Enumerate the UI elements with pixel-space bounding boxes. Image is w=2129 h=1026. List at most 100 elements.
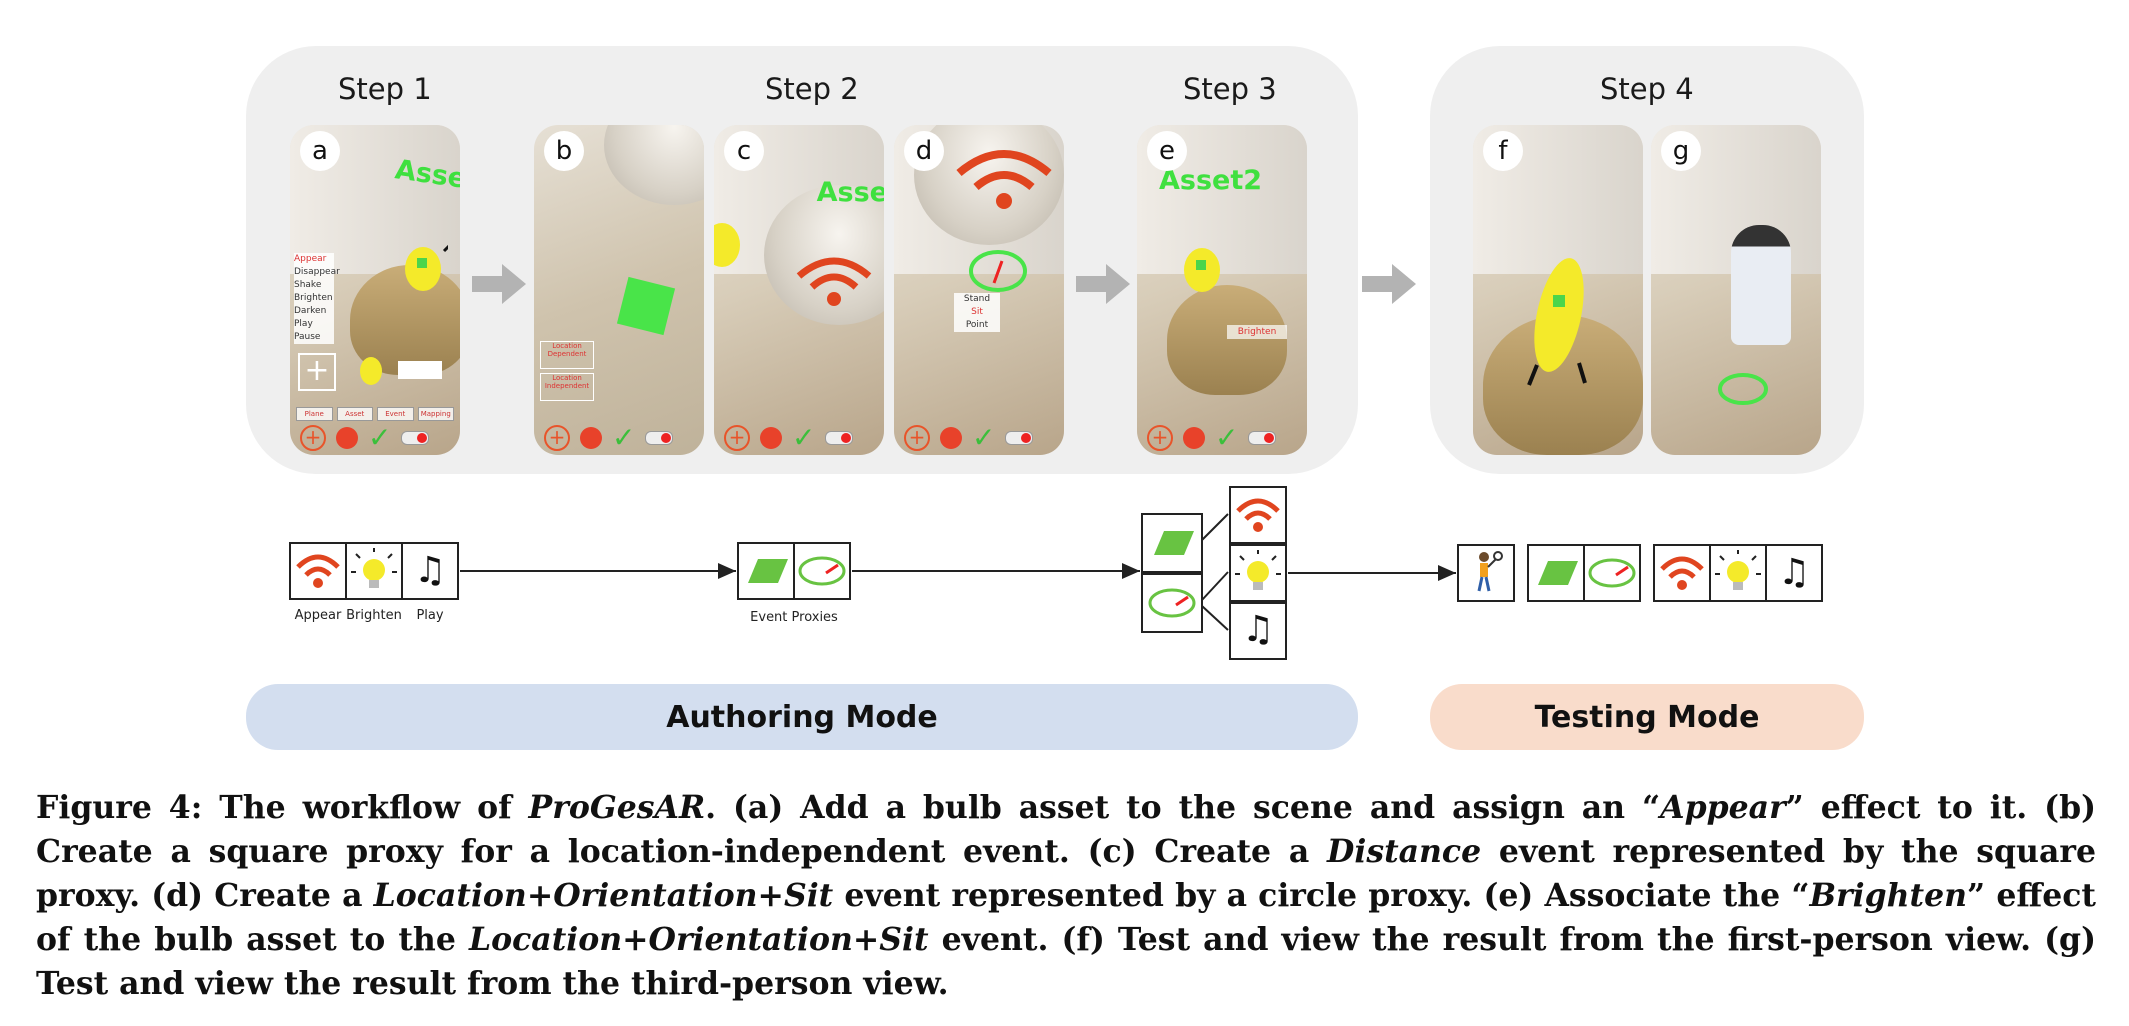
menu-shake[interactable]: Shake [294, 280, 322, 290]
side-table [350, 265, 460, 375]
authoring-toggle[interactable] [401, 431, 430, 445]
event-proxies-label: Event Proxies [750, 610, 838, 625]
screenshot-b: Location Dependent Location Independent … [534, 125, 704, 455]
menu-disappear[interactable]: Disappear [294, 267, 340, 277]
panel-letter-d: d [904, 131, 944, 171]
bright-bulb-icon [1527, 258, 1587, 386]
caption-appear: Appear [1660, 789, 1786, 826]
square-proxy-box [1141, 513, 1203, 573]
add-button[interactable]: + [904, 425, 930, 451]
circle-proxy-box [1583, 544, 1641, 602]
confirm-check-icon[interactable]: ✓ [792, 421, 816, 454]
remove-button[interactable] [940, 427, 962, 449]
confirm-check-icon[interactable]: ✓ [1215, 421, 1239, 454]
panel-letter-f: f [1483, 131, 1523, 171]
remove-button[interactable] [336, 427, 358, 449]
remove-button[interactable] [1183, 427, 1205, 449]
caption-distance: Distance [1327, 833, 1482, 870]
step-4-label: Step 4 [1600, 72, 1694, 106]
caption-loc-event: Location+Orientation+Sit [373, 877, 834, 914]
beanbag [764, 185, 884, 325]
screenshot-e: Asset2 Brighten + ✓ e [1137, 125, 1307, 455]
add-button[interactable]: + [300, 425, 326, 451]
circle-proxy-box [1141, 573, 1203, 633]
panel-letter-g: g [1661, 131, 1701, 171]
menu-point[interactable]: Point [965, 320, 989, 330]
bulb-icon [1184, 248, 1220, 292]
effect-menu[interactable]: Appear Disappear Shake Brighten Darken P… [294, 253, 340, 344]
step-2-label: Step 2 [765, 72, 859, 106]
add-asset-icon[interactable]: + [298, 353, 336, 391]
music-note-icon [1777, 552, 1811, 593]
menu-play[interactable]: Play [294, 319, 313, 329]
menu-sit[interactable]: Sit [971, 307, 983, 317]
tab-event[interactable]: Event [377, 407, 414, 421]
bottom-controls: + ✓ [1147, 421, 1277, 454]
confirm-check-icon[interactable]: ✓ [972, 421, 996, 454]
asset-label: Asse [816, 177, 884, 208]
caption-part4: event represented by a circle proxy. (e)… [833, 877, 1810, 914]
asset-label: Asset2 [1159, 165, 1263, 196]
remove-button[interactable] [760, 427, 782, 449]
brighten-label: Brighten [346, 608, 402, 623]
step-arrow-1 [472, 264, 526, 304]
tab-asset[interactable]: Asset [336, 407, 373, 421]
music-note-icon [413, 550, 447, 591]
menu-appear[interactable]: Appear [294, 254, 327, 264]
caption-part3: event represented by the square proxy. (… [36, 833, 2096, 914]
screenshot-d: Stand Sit Point + ✓ d [894, 125, 1064, 455]
pose-menu[interactable]: Stand Sit Point [954, 293, 1000, 332]
location-dependent-button[interactable]: Location Dependent [540, 341, 594, 369]
bottom-controls: + ✓ [904, 421, 1034, 454]
authoring-toggle[interactable] [645, 431, 674, 445]
person-figure [1731, 225, 1791, 345]
bottom-controls: + ✓ [724, 421, 854, 454]
menu-stand[interactable]: Stand [963, 294, 991, 304]
mapping-line [1201, 513, 1229, 541]
panel-letter-a: a [300, 131, 340, 171]
tab-mapping[interactable]: Mapping [417, 407, 454, 421]
menu-pause[interactable]: Pause [294, 332, 321, 342]
bulb-icon [405, 244, 448, 291]
square-proxy [616, 276, 676, 336]
caption-part5: ” effect of the bulb asset to the [36, 877, 2096, 958]
thumbnail-bulb-icon[interactable] [360, 357, 382, 385]
confirm-check-icon[interactable]: ✓ [612, 421, 636, 454]
person-icon [1477, 551, 1503, 592]
menu-brighten[interactable]: Brighten [294, 293, 333, 303]
circle-proxy-box [793, 542, 851, 600]
caption-part1: . (a) Add a bulb asset to the scene and … [705, 789, 1661, 826]
add-button[interactable]: + [544, 425, 570, 451]
caption-system-name: ProGesAR [528, 789, 706, 826]
authoring-toggle[interactable] [825, 431, 854, 445]
play-label: Play [416, 608, 444, 623]
authoring-toggle[interactable] [1005, 431, 1034, 445]
beanbag [604, 125, 704, 205]
location-independent-button[interactable]: Location Independent [540, 373, 594, 401]
step-3-label: Step 3 [1183, 72, 1277, 106]
add-button[interactable]: + [724, 425, 750, 451]
menu-darken[interactable]: Darken [294, 306, 327, 316]
tab-plane[interactable]: Plane [296, 407, 333, 421]
figure-caption: Figure 4: The workflow of ProGesAR. (a) … [36, 786, 2096, 1006]
add-button[interactable]: + [1147, 425, 1173, 451]
authoring-toggle[interactable] [1248, 431, 1277, 445]
tab-bar[interactable]: Plane Asset Event Mapping [296, 407, 454, 421]
caption-brighten: Brighten [1809, 877, 1968, 914]
confirm-check-icon[interactable]: ✓ [368, 421, 392, 454]
panel-letter-c: c [724, 131, 764, 171]
brighten-tag[interactable]: Brighten [1227, 325, 1287, 339]
mapping-line [1201, 605, 1229, 631]
step-1-label: Step 1 [338, 72, 432, 106]
testing-mode-bar: Testing Mode [1430, 684, 1864, 750]
remove-button[interactable] [580, 427, 602, 449]
panel-letter-b: b [544, 131, 584, 171]
screenshot-c: Asse + ✓ c [714, 125, 884, 455]
screenshot-a: Asse Appear Disappear Shake Brighten Dar… [290, 125, 460, 455]
music-note-icon [1241, 609, 1275, 650]
wifi-icon [956, 150, 1052, 209]
caption-part6: event. (f) Test and view the result from… [36, 921, 2096, 1002]
caption-part2: ” effect to it. (b) Create a square prox… [36, 789, 2097, 870]
thumbnail-box[interactable] [398, 361, 442, 379]
